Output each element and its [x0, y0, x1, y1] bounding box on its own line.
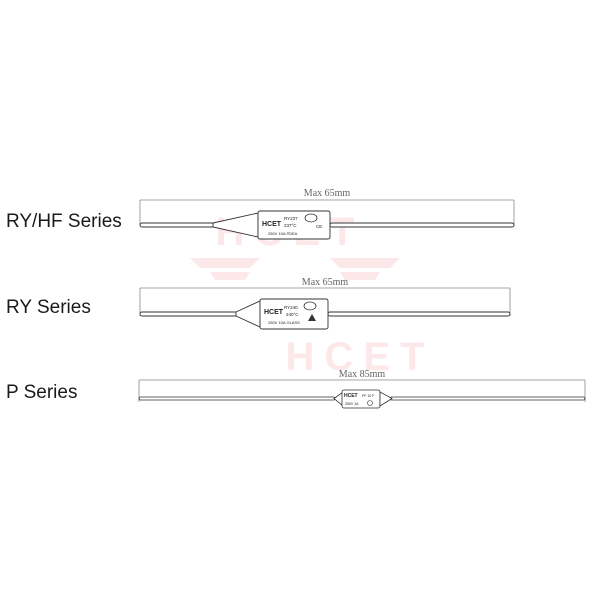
ryhf-brand: HCET	[262, 221, 282, 228]
p-lead-left	[138, 396, 336, 401]
ry-dimension	[139, 287, 511, 316]
ry-marking-2: 240°C	[286, 312, 299, 317]
p-body	[333, 389, 393, 409]
ryhf-dimension	[139, 199, 515, 226]
ryhf-dimension-label: Max 65mm	[304, 188, 351, 199]
ry-drawing: Max 65mm HCET RY240 240°C 250V 10A GLASS	[139, 277, 511, 330]
ry-dimension-label: Max 65mm	[302, 277, 349, 288]
p-marking-1: PF 10 F	[362, 394, 374, 398]
ry-warning-icon	[308, 314, 316, 321]
p-brand: HCET	[344, 393, 358, 399]
ry-cert-icon	[303, 301, 317, 311]
ry-body	[235, 298, 329, 330]
ry-lead-right	[327, 311, 511, 317]
ry-lead-left	[139, 311, 239, 317]
ryhf-marking-2: 237°C	[284, 223, 297, 228]
series-label-ry: RY Series	[6, 297, 91, 318]
p-dimension-label: Max 85mm	[339, 369, 386, 380]
ryhf-cert-icon	[304, 213, 318, 223]
ryhf-drawing: Max 65mm HCET RY237 237°C 250V 10A PDEA …	[139, 188, 515, 240]
series-label-ryhf: RY/HF Series	[6, 211, 122, 232]
p-drawing: Max 85mm HCET PF 10 F 250V 1A	[138, 369, 586, 409]
ryhf-marking-3: 250V 10A PDEA	[268, 231, 298, 236]
watermark-logo-icon	[190, 258, 400, 280]
watermark-text-bottom: HCET	[286, 335, 435, 379]
ryhf-lead-left	[139, 222, 216, 228]
series-label-p: P Series	[6, 382, 78, 403]
ryhf-lead-right	[329, 222, 515, 228]
ryhf-marking-1: RY237	[284, 216, 298, 221]
ry-brand: HCET	[264, 309, 284, 316]
p-lead-right	[389, 396, 586, 401]
ry-marking-1: RY240	[284, 305, 298, 310]
p-marking-2: 250V 1A	[345, 402, 359, 406]
p-cert-icon	[367, 400, 373, 406]
ryhf-ce-mark: CE	[316, 224, 322, 229]
ryhf-body	[212, 210, 331, 240]
ry-marking-3: 250V 10A GLASS	[268, 320, 300, 325]
